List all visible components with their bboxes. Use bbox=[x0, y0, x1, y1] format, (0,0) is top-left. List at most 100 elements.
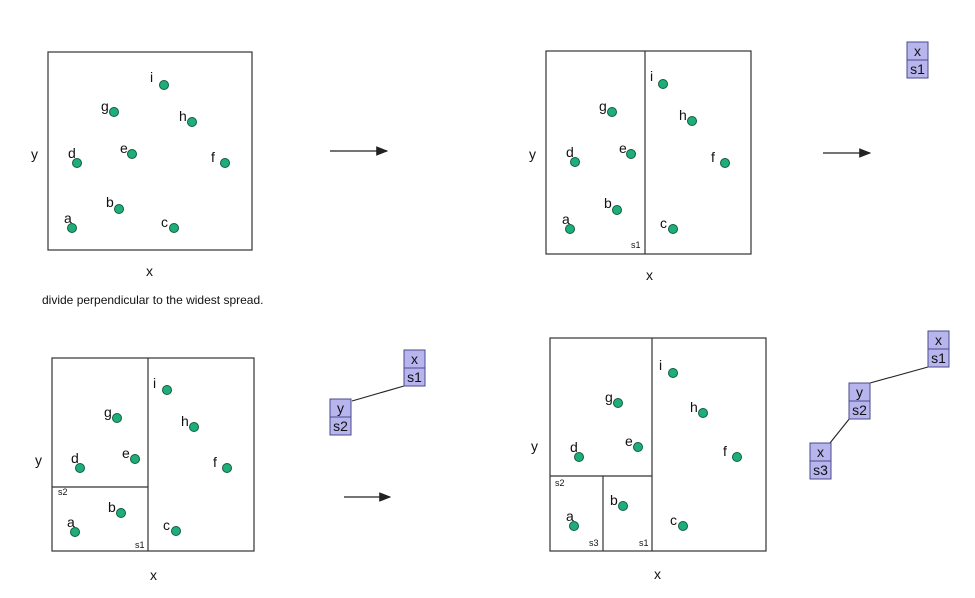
tree-3-node-x-s1: x s1 bbox=[927, 330, 950, 368]
panel-4-label-f: f bbox=[723, 443, 727, 459]
panel-1-x-axis-label: x bbox=[146, 263, 153, 279]
panel-4-point-e bbox=[633, 442, 643, 452]
tree-3-node-y-s2: y s2 bbox=[848, 382, 871, 420]
panel-2-point-b bbox=[612, 205, 622, 215]
panel-3-point-a bbox=[70, 527, 80, 537]
panel-1-point-b bbox=[114, 204, 124, 214]
panel-1-point-h bbox=[187, 117, 197, 127]
panel-3-y-axis-label: y bbox=[35, 452, 42, 468]
panel-3-point-b bbox=[116, 508, 126, 518]
panel-3-point-d bbox=[75, 463, 85, 473]
panel-4-label-h: h bbox=[690, 399, 698, 415]
panel-3-point-h bbox=[189, 422, 199, 432]
panel-1-label-e: e bbox=[120, 140, 128, 156]
panel-1-point-f bbox=[220, 158, 230, 168]
panel-3-x-axis-label: x bbox=[150, 567, 157, 583]
tree-3-mid-split: s2 bbox=[852, 402, 867, 418]
panel-4-split-label-s2: s2 bbox=[555, 478, 565, 488]
tree-2-node-x-s1: x s1 bbox=[403, 349, 426, 387]
panel-4-point-f bbox=[732, 452, 742, 462]
panel-1-y-axis-label: y bbox=[31, 146, 38, 162]
tree-3-node-x-s3: x s3 bbox=[809, 442, 832, 480]
panel-3-split-label-s1: s1 bbox=[135, 540, 145, 550]
panel-3-label-e: e bbox=[122, 445, 130, 461]
panel-2-point-d bbox=[570, 157, 580, 167]
panel-4-label-b: b bbox=[610, 492, 618, 508]
panel-2-label-c: c bbox=[660, 215, 667, 231]
panel-2-label-b: b bbox=[604, 195, 612, 211]
panel-4-point-c bbox=[678, 521, 688, 531]
panel-1: y x i g h e d f b a c bbox=[31, 51, 253, 279]
panel-2-label-a: a bbox=[562, 211, 570, 227]
tree-3-leaf-axis: x bbox=[817, 444, 824, 460]
panel-1-point-d bbox=[72, 158, 82, 168]
panel-2-point-g bbox=[607, 107, 617, 117]
panel-2-point-f bbox=[720, 158, 730, 168]
tree-3-root-axis: x bbox=[935, 332, 942, 348]
panel-2-label-h: h bbox=[679, 107, 687, 123]
panel-3-point-c bbox=[171, 526, 181, 536]
panel-2-label-e: e bbox=[619, 140, 627, 156]
panel-1-label-h: h bbox=[179, 108, 187, 124]
panel-1-label-b: b bbox=[106, 194, 114, 210]
panel-1-label-i: i bbox=[150, 69, 153, 85]
panel-4-label-d: d bbox=[570, 439, 578, 455]
panel-3-label-d: d bbox=[71, 450, 79, 466]
panel-2-y-axis-label: y bbox=[529, 146, 536, 162]
panel-4-label-c: c bbox=[670, 512, 677, 528]
tree-2-root-split: s1 bbox=[407, 369, 422, 385]
panel-3-label-h: h bbox=[181, 413, 189, 429]
tree-3-leaf-split: s3 bbox=[813, 462, 828, 478]
tree-2-child-axis: y bbox=[337, 400, 344, 416]
panel-3-label-g: g bbox=[104, 404, 112, 420]
panel-4-split-label-s1: s1 bbox=[639, 538, 649, 548]
panel-1-point-e bbox=[127, 149, 137, 159]
tree-2-node-y-s2: y s2 bbox=[329, 398, 352, 436]
panel-2-label-i: i bbox=[650, 68, 653, 84]
panel-1-point-g bbox=[109, 107, 119, 117]
panel-2-point-h bbox=[687, 116, 697, 126]
panel-3-label-b: b bbox=[108, 499, 116, 515]
tree-1-node-split: s1 bbox=[910, 61, 925, 77]
panel-3-point-g bbox=[112, 413, 122, 423]
panel-3: s1 s2 y x i g h e d f b a c bbox=[35, 357, 255, 583]
tree-2-edge bbox=[351, 385, 405, 402]
panel-1-point-i bbox=[159, 80, 169, 90]
panel-4-point-i bbox=[668, 368, 678, 378]
panel-3-split-label-s2: s2 bbox=[58, 487, 68, 497]
panel-3-frame bbox=[51, 357, 255, 552]
panel-1-label-c: c bbox=[161, 214, 168, 230]
panel-1-label-g: g bbox=[101, 98, 109, 114]
panel-4-point-g bbox=[613, 398, 623, 408]
panel-1-label-a: a bbox=[64, 210, 72, 226]
tree-1-node-x-s1: x s1 bbox=[906, 41, 929, 79]
tree-3-edge-1 bbox=[869, 366, 929, 384]
panel-2-point-c bbox=[668, 224, 678, 234]
panel-4-split-label-s3: s3 bbox=[589, 538, 599, 548]
tree-1: x s1 bbox=[906, 41, 929, 79]
panel-4-label-i: i bbox=[659, 357, 662, 373]
panel-1-label-d: d bbox=[68, 145, 76, 161]
panel-3-label-a: a bbox=[67, 514, 75, 530]
panel-4-frame bbox=[549, 337, 767, 552]
panel-4-label-g: g bbox=[605, 389, 613, 405]
panel-2-point-e bbox=[626, 149, 636, 159]
tree-3-root-split: s1 bbox=[931, 350, 946, 366]
panel-4-x-axis-label: x bbox=[654, 566, 661, 582]
tree-3-edge-2 bbox=[829, 417, 851, 444]
tree-2-root-axis: x bbox=[411, 351, 418, 367]
tree-2: x s1 y s2 bbox=[329, 349, 426, 436]
panel-4-point-b bbox=[618, 501, 628, 511]
tree-2-child-split: s2 bbox=[333, 418, 348, 434]
panel-1-point-a bbox=[67, 223, 77, 233]
panel-2-label-f: f bbox=[711, 149, 715, 165]
panel-4: s1 s2 s3 y x i g h e d f b a c bbox=[531, 337, 767, 582]
panel-2-label-d: d bbox=[566, 144, 574, 160]
panel-3-point-e bbox=[130, 454, 140, 464]
panel-1-frame bbox=[47, 51, 253, 251]
panel-3-point-i bbox=[162, 385, 172, 395]
tree-3: x s1 y s2 x s3 bbox=[809, 330, 950, 480]
panel-2-label-g: g bbox=[599, 98, 607, 114]
caption: divide perpendicular to the widest sprea… bbox=[42, 293, 263, 307]
panel-2: s1 y x i g h e d f b a c bbox=[529, 50, 752, 283]
